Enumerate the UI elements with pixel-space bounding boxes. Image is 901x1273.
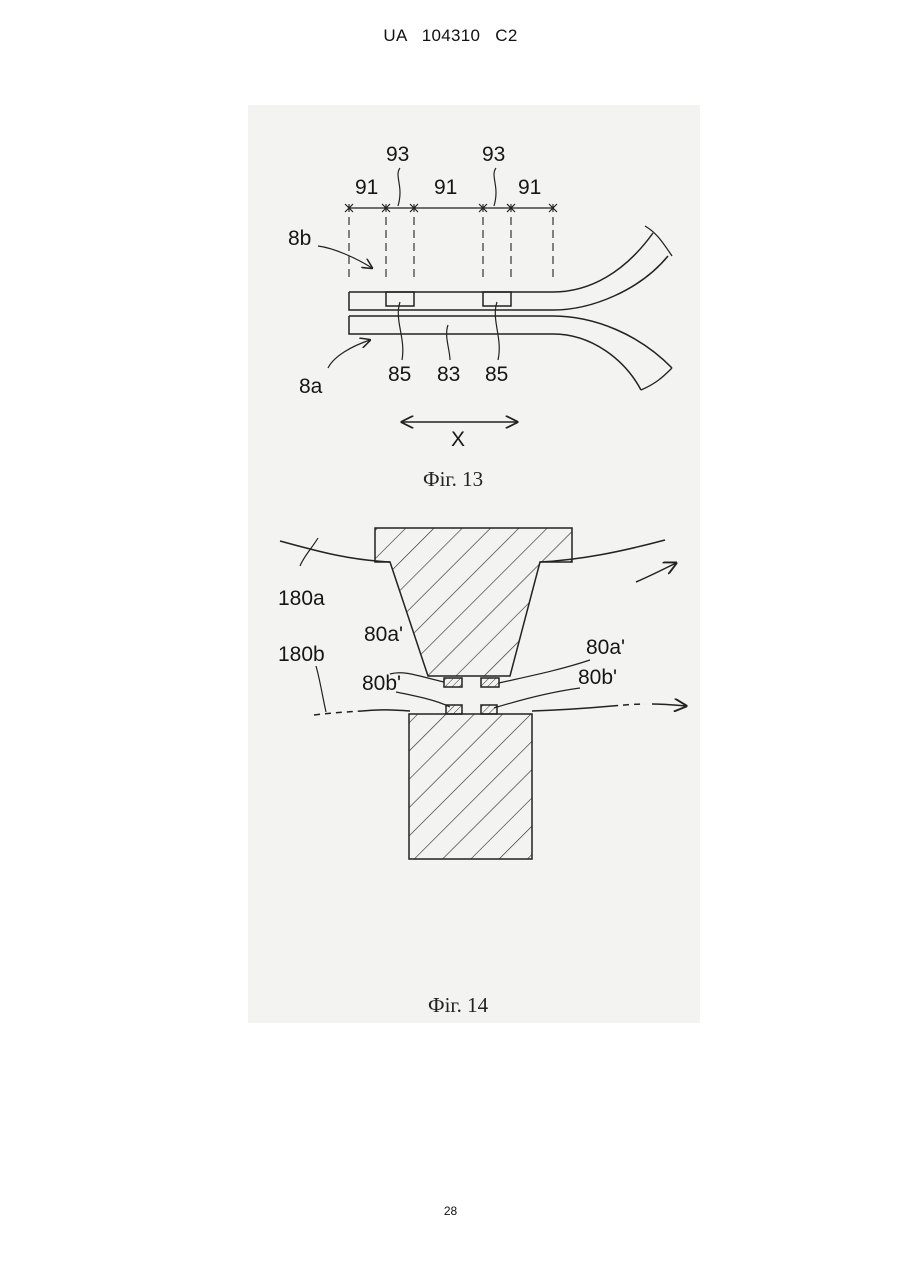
leader-80b-right — [494, 688, 580, 708]
lower-anvil — [409, 714, 532, 859]
figure-13-labels: 93 93 91 91 91 8b 85 83 85 8a X Фіг. 13 — [288, 143, 541, 491]
bump-80a-left — [444, 678, 462, 687]
film-180b-right-dashed — [612, 704, 645, 706]
label-91-middle: 91 — [434, 176, 457, 199]
break-mark-top — [645, 226, 672, 256]
leader-93a — [398, 168, 400, 206]
label-91-left: 91 — [355, 176, 378, 199]
upper-pressing-tool — [375, 528, 572, 676]
bump-80b-right — [481, 705, 497, 714]
film-180b-right — [532, 706, 612, 711]
flow-arrow-lower — [652, 704, 686, 706]
leader-180b — [316, 666, 326, 712]
figure-14-caption: Фіг. 14 — [428, 993, 489, 1017]
leader-8b — [318, 246, 372, 268]
film-180b-left — [362, 710, 410, 711]
leader-83 — [447, 325, 450, 360]
label-83: 83 — [437, 363, 460, 386]
leader-80b-left — [396, 692, 450, 707]
leader-8a — [328, 340, 370, 368]
leader-93b — [494, 168, 496, 206]
bump-80a-right — [481, 678, 499, 687]
label-93-right: 93 — [482, 143, 505, 166]
label-85-left: 85 — [388, 363, 411, 386]
label-8b: 8b — [288, 227, 311, 250]
label-85-right: 85 — [485, 363, 508, 386]
figure-13-caption: Фіг. 13 — [423, 467, 483, 491]
label-80a-prime-left: 80a' — [364, 623, 403, 646]
break-mark-bottom — [641, 368, 672, 390]
film-180b-left-dashed — [314, 711, 362, 715]
strip-8b — [349, 233, 668, 310]
page-number: 28 — [0, 1204, 901, 1218]
leader-180a — [300, 538, 318, 566]
flow-arrow-upper — [636, 563, 676, 582]
label-91-right: 91 — [518, 176, 541, 199]
label-80b-prime-right: 80b' — [578, 666, 617, 689]
label-93-left: 93 — [386, 143, 409, 166]
label-180b: 180b — [278, 643, 325, 666]
label-8a: 8a — [299, 375, 323, 398]
dimension-extension-lines — [349, 204, 553, 282]
label-180a: 180a — [278, 587, 325, 610]
label-x: X — [451, 428, 465, 451]
label-80a-prime-right: 80a' — [586, 636, 625, 659]
label-80b-prime-left: 80b' — [362, 672, 401, 695]
film-180a-left — [280, 541, 390, 562]
figure-14 — [280, 528, 686, 859]
